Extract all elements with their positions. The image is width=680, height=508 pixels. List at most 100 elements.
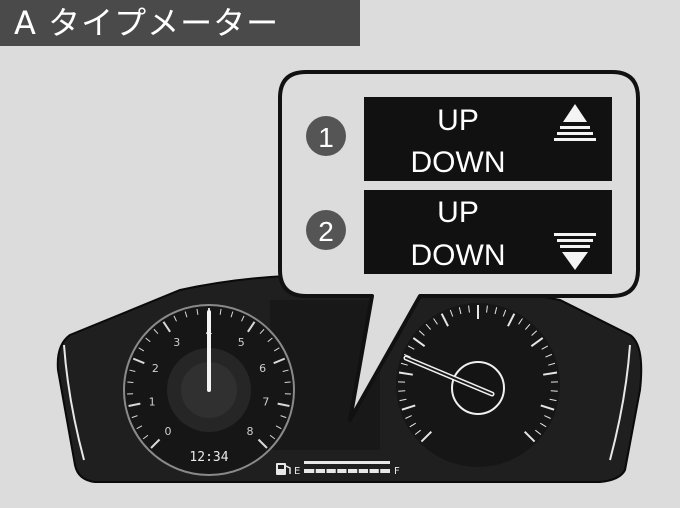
fuel-segment-gap [368, 468, 370, 474]
tachometer-label: 8 [247, 425, 254, 438]
speedometer-tick [548, 362, 556, 366]
fuel-empty-label: E [294, 466, 300, 477]
panel-2-line-up: UP [437, 196, 479, 229]
speedometer-tick [540, 404, 555, 411]
tachometer-tick [219, 308, 222, 315]
speedometer-tick [403, 353, 411, 358]
speedometer-tick [420, 430, 433, 443]
panel-1-line-down: DOWN [411, 146, 506, 179]
speedometer-tick [412, 337, 426, 348]
triangle-up-stack-icon [554, 104, 596, 141]
tachometer-label: 3 [173, 336, 180, 349]
tachometer-tick [142, 434, 149, 440]
speedometer-tick [518, 318, 523, 325]
tachometer-label: 2 [152, 362, 159, 375]
speedometer [396, 303, 560, 467]
tachometer-tick [267, 337, 273, 343]
callout-1: 1 UP DOWN [306, 97, 612, 181]
speedometer-tick [433, 318, 438, 325]
speedometer-tick [398, 390, 406, 392]
tachometer-tick [269, 434, 276, 440]
number-badge-2 [306, 210, 346, 250]
tachometer-label: 5 [238, 336, 245, 349]
tachometer-tick [153, 328, 159, 335]
speedometer-tick [414, 429, 421, 435]
tachometer-tick [284, 381, 291, 384]
speedometer-tick [468, 305, 470, 313]
number-badge-1-label: 1 [318, 122, 334, 153]
speedometer-tick [545, 353, 553, 358]
tachometer-tick [277, 402, 290, 407]
tachometer-tick [275, 425, 282, 430]
tachometer-label: 6 [259, 362, 266, 375]
speedometer-tick [550, 390, 558, 392]
tachometer-tick [129, 369, 136, 373]
speedometer-tick [549, 398, 557, 402]
tachometer-label: 1 [149, 395, 156, 408]
speedometer-tick [535, 429, 542, 435]
tachometer-tick [173, 315, 177, 322]
tachometer-tick [128, 402, 141, 407]
number-badge-1 [306, 116, 346, 156]
speedometer-tick [401, 404, 416, 411]
tachometer-tick [132, 357, 145, 365]
speedometer-tick [440, 313, 449, 327]
fuel-segment-gap [378, 468, 381, 474]
speedometer-tick [425, 323, 431, 330]
tachometer-ticks [127, 308, 291, 449]
tachometer-label: 7 [262, 395, 269, 408]
panel-2-line-down: DOWN [411, 239, 506, 272]
panel-1-line-up: UP [437, 104, 479, 137]
speedometer-tick [400, 362, 408, 366]
tachometer-tick [131, 415, 138, 419]
speedometer-tick [507, 313, 516, 327]
tachometer-tick [273, 347, 280, 352]
fuel-segment-gap [335, 468, 338, 474]
triangle-down-stack-icon [554, 233, 596, 270]
speedometer-tick [539, 422, 547, 428]
tachometer-tick [145, 337, 151, 343]
fuel-segment-gap [346, 468, 348, 474]
tachometer-tick [162, 321, 171, 333]
speedometer-tick [494, 307, 498, 315]
speedometer-tick [407, 345, 415, 350]
tachometer-label: 0 [164, 425, 171, 438]
speedometer-tick [525, 323, 531, 330]
speedometer-tick [486, 305, 488, 313]
tachometer-tick [138, 347, 145, 352]
fuel-full-label: F [394, 466, 400, 477]
tachometer-tick [273, 357, 286, 365]
tachometer-tick [127, 381, 134, 384]
tachometer: 012345678 12:34 [123, 304, 295, 476]
speedometer-tick [399, 398, 407, 402]
tachometer-tick [136, 425, 143, 430]
tachometer-tick [184, 311, 188, 318]
fuel-pump-icon [276, 463, 291, 475]
tachometer-tick [241, 315, 245, 322]
speedometer-tick [418, 330, 425, 336]
tachometer-tick [259, 328, 265, 335]
clock-display: 12:34 [189, 450, 228, 465]
fuel-segment-gap [357, 468, 359, 474]
speedometer-tick [458, 307, 462, 315]
tachometer-tick [282, 369, 289, 373]
tachometer-tick [230, 311, 234, 318]
speedometer-tick [531, 330, 538, 336]
speedometer-tick [405, 415, 412, 419]
tachometer-tick [247, 321, 256, 333]
speedometer-tick [544, 415, 551, 419]
speedometer-tick [543, 371, 558, 376]
tachometer-tick [196, 308, 199, 315]
speedometer-tick [398, 371, 413, 376]
speedometer-ticks [398, 305, 558, 443]
fuel-gauge: E F [276, 461, 400, 477]
speedometer-tick [409, 422, 417, 428]
speedometer-tick [530, 337, 544, 348]
tachometer-tick [257, 438, 268, 449]
page-title: A タイプメーター [14, 4, 280, 42]
speedometer-tick [541, 345, 549, 350]
callout-2: 2 UP DOWN [306, 190, 612, 274]
number-badge-2-label: 2 [318, 216, 334, 247]
speedometer-tick [523, 430, 536, 443]
